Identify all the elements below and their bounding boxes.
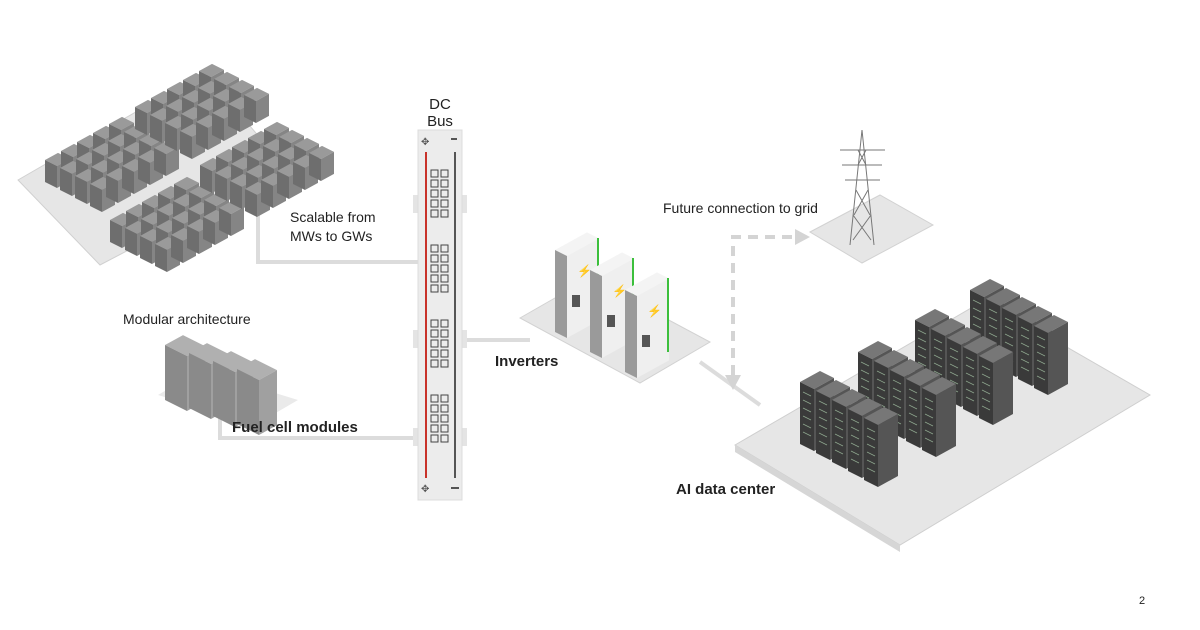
grid-dashed-connection — [731, 235, 795, 375]
minus-terminal-icon — [451, 138, 457, 140]
bus-slot — [430, 209, 439, 218]
bus-slot — [440, 169, 449, 178]
bus-slot — [430, 414, 439, 423]
bus-slot — [430, 359, 439, 368]
bus-slot — [430, 189, 439, 198]
fuel-cell-unit — [154, 140, 179, 176]
bus-slot — [440, 319, 449, 328]
bus-slot — [430, 199, 439, 208]
bus-slot — [440, 209, 449, 218]
scalable-label-line2: MWs to GWs — [290, 228, 373, 244]
bus-slot — [430, 274, 439, 283]
inverters-label: Inverters — [495, 353, 559, 370]
bus-slot — [440, 189, 449, 198]
farm-to-bus-line — [256, 215, 420, 264]
bus-slot — [440, 329, 449, 338]
fuel-cell-unit — [244, 87, 269, 123]
inverters: ⚡ ⚡ ⚡ — [518, 232, 712, 384]
arrow-right-icon — [795, 229, 810, 245]
display-panel — [572, 295, 580, 307]
bus-slot — [430, 404, 439, 413]
bus-slot — [430, 329, 439, 338]
server-rack — [864, 407, 898, 487]
bus-slot — [430, 434, 439, 443]
dc-bus-panel: ✥ ✥ — [413, 129, 467, 501]
bus-slot — [440, 404, 449, 413]
dc-bus-label-line2: Bus — [427, 113, 453, 130]
connector-lines — [218, 215, 762, 440]
minus-terminal-icon — [451, 487, 459, 489]
bus-slot — [440, 434, 449, 443]
bus-slot — [430, 179, 439, 188]
bus-slot — [440, 274, 449, 283]
lightning-icon: ⚡ — [647, 304, 662, 318]
bus-slot — [440, 179, 449, 188]
fuel-cell-module — [237, 359, 277, 435]
display-panel — [607, 315, 615, 327]
page-number: 2 — [1139, 595, 1146, 607]
bus-slot — [440, 349, 449, 358]
bus-slot — [440, 414, 449, 423]
bus-slot — [430, 244, 439, 253]
inverter-unit: ⚡ — [625, 272, 669, 378]
fuelcell-to-bus-line — [218, 412, 420, 440]
fuel-cell-farm — [17, 63, 334, 272]
bus-slot — [430, 349, 439, 358]
bus-slot — [440, 339, 449, 348]
data-center-label: AI data center — [676, 481, 776, 498]
server-rack — [922, 377, 956, 457]
dc-bus-label-line1: DC — [429, 96, 451, 113]
grid-tower — [808, 129, 935, 264]
plus-terminal-icon: ✥ — [421, 137, 429, 148]
bus-slot — [440, 284, 449, 293]
server-rack — [1034, 315, 1068, 395]
ai-data-center — [734, 279, 1151, 552]
fuel-cell-unit — [219, 200, 244, 236]
bus-slot — [430, 339, 439, 348]
grid-connection-label: Future connection to grid — [663, 200, 818, 216]
fuel-cell-modules-label: Fuel cell modules — [232, 419, 358, 436]
plus-terminal-icon: ✥ — [421, 484, 429, 495]
bus-slot — [430, 169, 439, 178]
bus-slot — [440, 244, 449, 253]
bus-slot — [440, 394, 449, 403]
scalable-label-line1: Scalable from — [290, 209, 376, 225]
bus-slot — [430, 254, 439, 263]
bus-slot — [430, 284, 439, 293]
bus-slot — [430, 394, 439, 403]
fuel-cell-unit — [309, 145, 334, 181]
server-rack — [979, 345, 1013, 425]
lightning-icon: ⚡ — [612, 284, 627, 298]
fuel-cell-modules — [158, 335, 298, 435]
bus-slot — [440, 199, 449, 208]
bus-slot — [440, 359, 449, 368]
arrow-down-icon — [725, 375, 741, 390]
bus-slot — [430, 319, 439, 328]
modular-architecture-label: Modular architecture — [123, 311, 251, 327]
bus-slot — [440, 254, 449, 263]
lightning-icon: ⚡ — [577, 264, 592, 278]
dc-bus-label: DC Bus — [427, 96, 453, 130]
display-panel — [642, 335, 650, 347]
scalable-label: Scalable from MWs to GWs — [290, 208, 376, 246]
bus-slot — [430, 424, 439, 433]
bus-slot — [440, 264, 449, 273]
bus-slot — [440, 424, 449, 433]
bus-slot — [430, 264, 439, 273]
